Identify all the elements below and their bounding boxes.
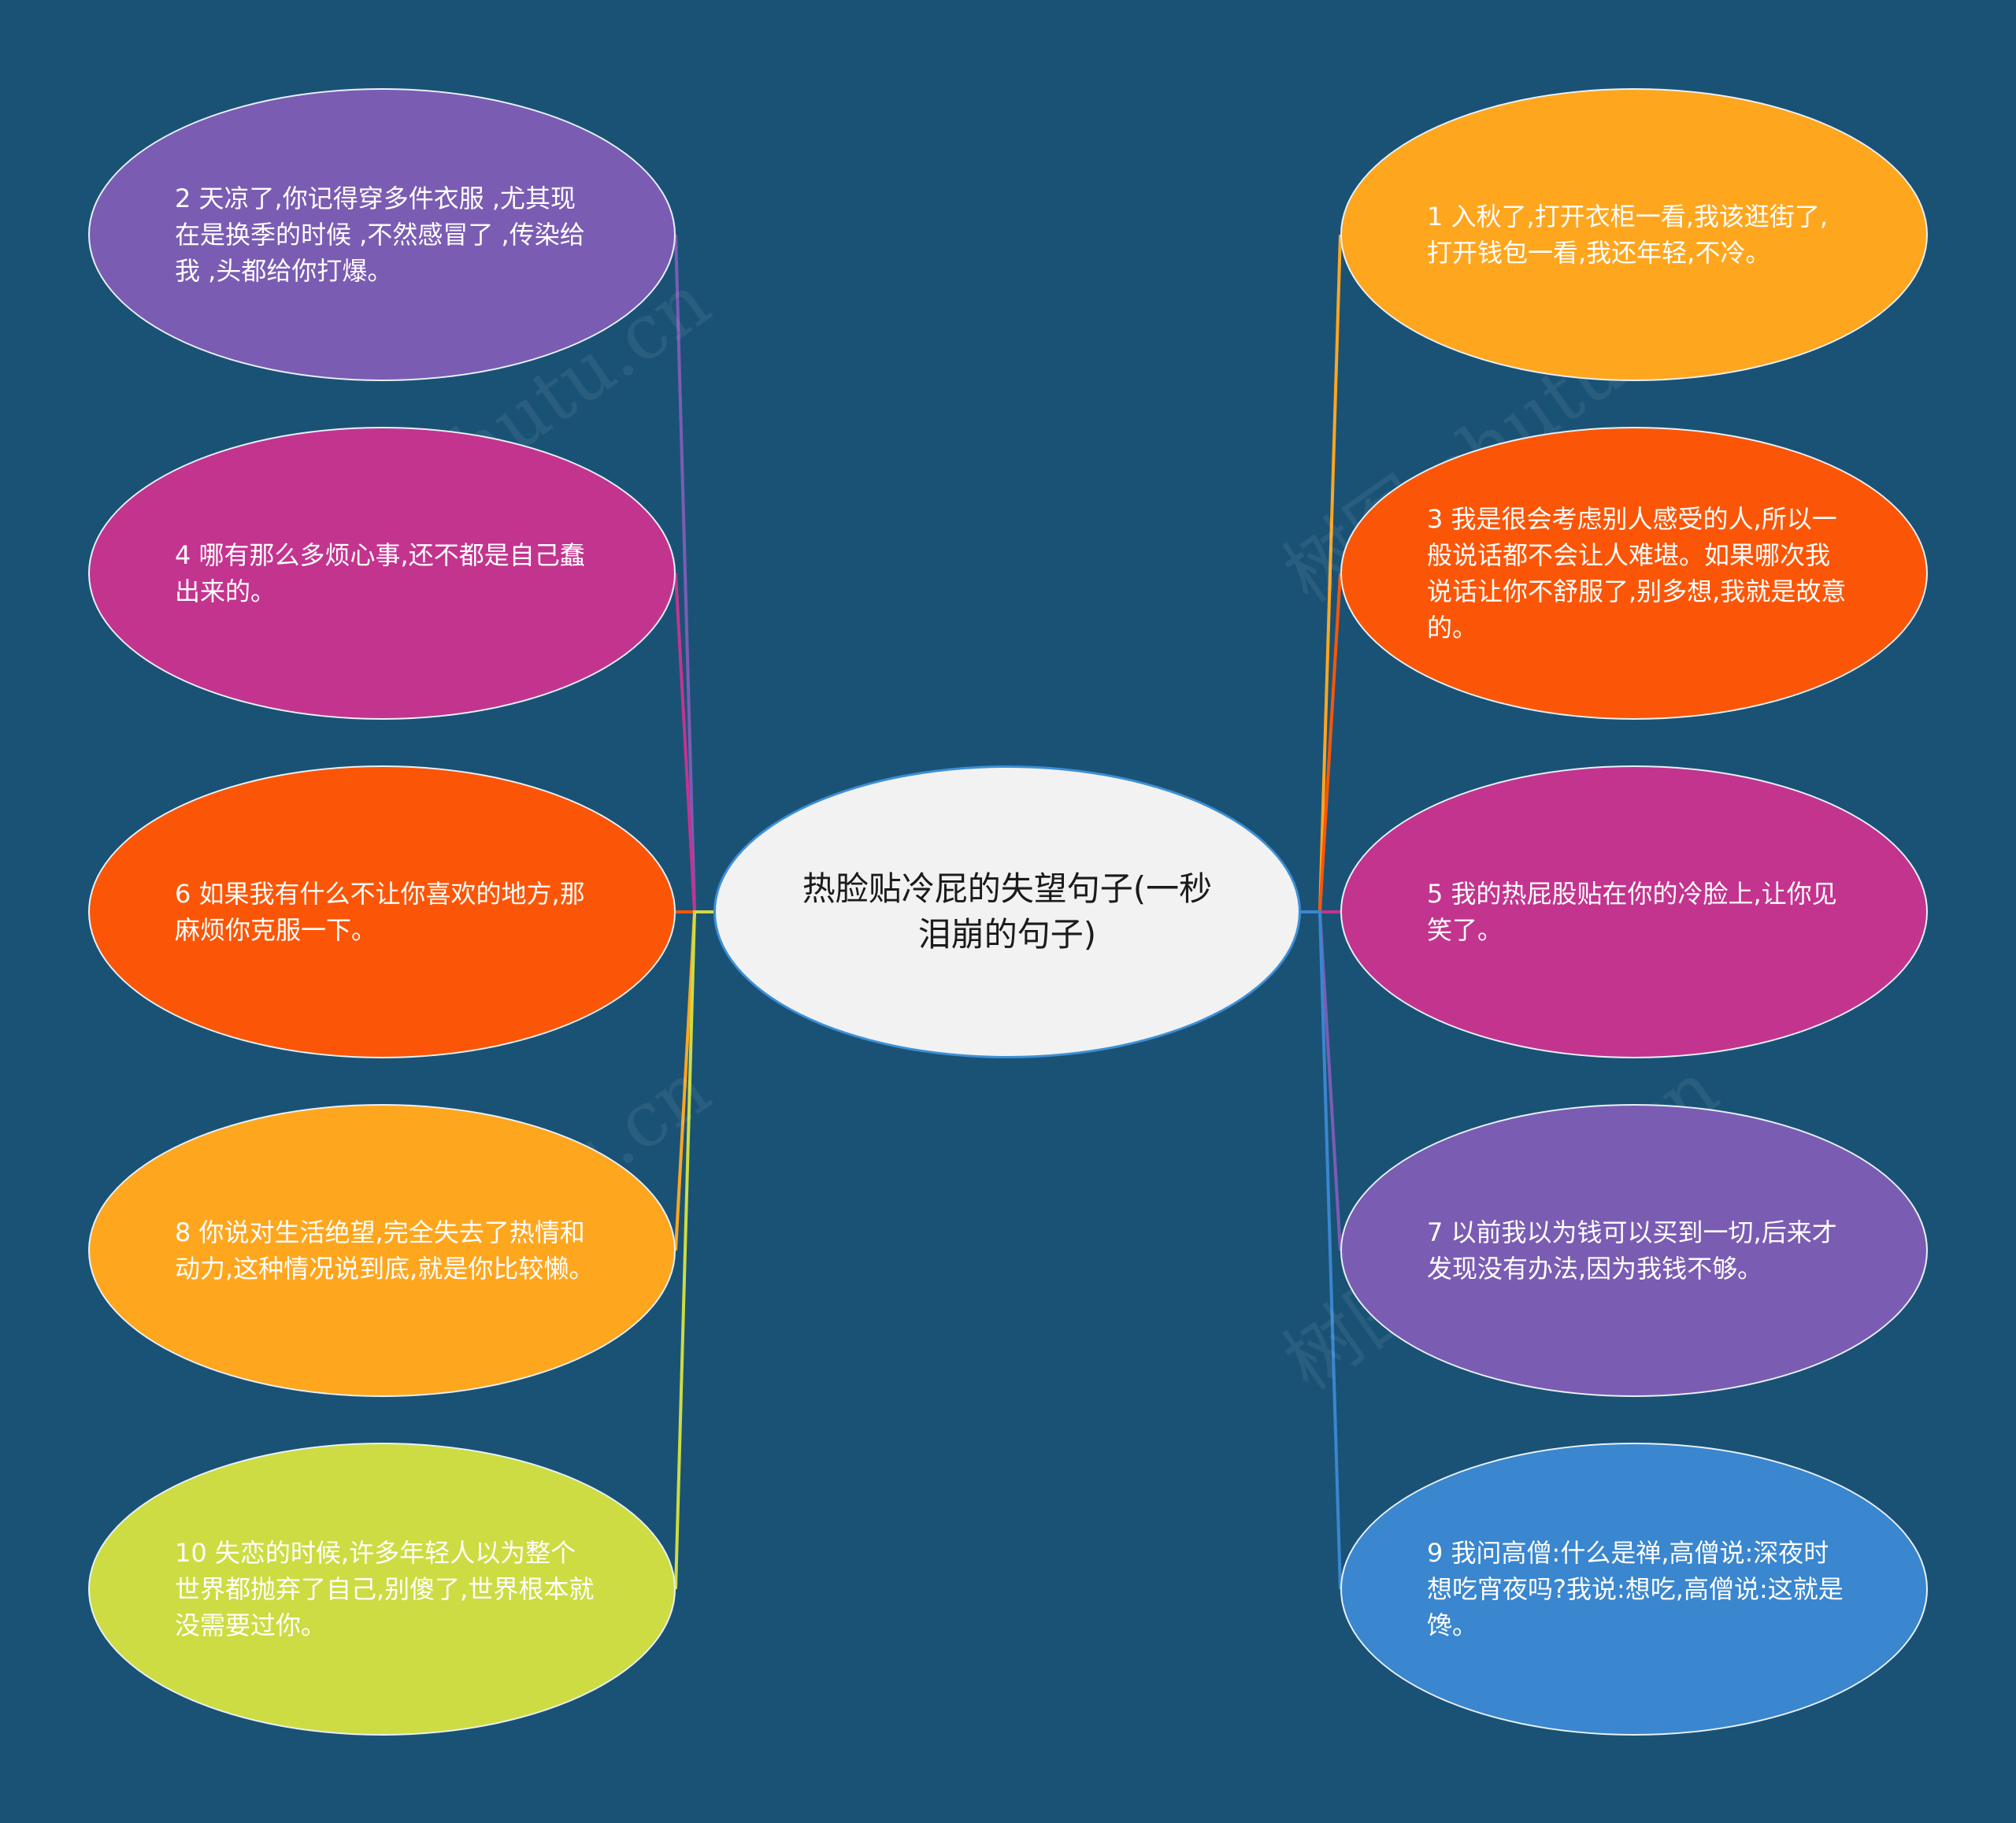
- central-topic-label: 热脸贴冷屁的失望句子(一秒泪崩的句子): [802, 869, 1213, 954]
- central-topic-node[interactable]: 热脸贴冷屁的失望句子(一秒泪崩的句子): [713, 765, 1301, 1058]
- topic-node-label: 6 如果我有什么不让你喜欢的地方,那麻烦你克服一下。: [175, 879, 585, 945]
- topic-node-label: 3 我是很会考虑别人感受的人,所以一般说话都不会让人难堪。如果哪次我说话让你不舒…: [1427, 504, 1847, 643]
- topic-node-9[interactable]: 9 我问高僧:什么是禅,高僧说:深夜时想吃宵夜吗?我说:想吃,高僧说:这就是馋。: [1340, 1443, 1928, 1736]
- topic-node-label: 4 哪有那么多烦心事,还不都是自己蠢出来的。: [175, 540, 585, 606]
- topic-node-label: 9 我问高僧:什么是禅,高僧说:深夜时想吃宵夜吗?我说:想吃,高僧说:这就是馋。: [1427, 1538, 1844, 1640]
- topic-node-2[interactable]: 2 天凉了,你记得穿多件衣服 ,尤其现在是换季的时候 ,不然感冒了 ,传染给我 …: [88, 88, 676, 381]
- topic-node-4[interactable]: 4 哪有那么多烦心事,还不都是自己蠢出来的。: [88, 427, 676, 720]
- topic-node-10[interactable]: 10 失恋的时候,许多年轻人以为整个世界都抛弃了自己,别傻了,世界根本就没需要过…: [88, 1443, 676, 1736]
- connector-line-n2: [674, 234, 713, 913]
- topic-node-label: 8 你说对生活绝望,完全失去了热情和动力,这种情况说到底,就是你比较懒。: [175, 1217, 595, 1284]
- topic-node-label: 7 以前我以为钱可以买到一切,后来才发现没有办法,因为我钱不够。: [1427, 1217, 1837, 1284]
- connector-line-n10: [674, 910, 713, 1590]
- connector-line-n1: [1301, 234, 1342, 913]
- topic-node-label: 10 失恋的时候,许多年轻人以为整个世界都抛弃了自己,别傻了,世界根本就没需要过…: [175, 1538, 595, 1640]
- topic-node-label: 1 入秋了,打开衣柜一看,我该逛街了,打开钱包一看,我还年轻,不冷。: [1427, 202, 1829, 268]
- topic-node-5[interactable]: 5 我的热屁股贴在你的冷脸上,让你见笑了。: [1340, 765, 1928, 1058]
- topic-node-label: 2 天凉了,你记得穿多件衣服 ,尤其现在是换季的时候 ,不然感冒了 ,传染给我 …: [175, 183, 585, 286]
- topic-node-1[interactable]: 1 入秋了,打开衣柜一看,我该逛街了,打开钱包一看,我还年轻,不冷。: [1340, 88, 1928, 381]
- connector-line-n9: [1301, 910, 1342, 1590]
- topic-node-6[interactable]: 6 如果我有什么不让你喜欢的地方,那麻烦你克服一下。: [88, 765, 676, 1058]
- topic-node-3[interactable]: 3 我是很会考虑别人感受的人,所以一般说话都不会让人难堪。如果哪次我说话让你不舒…: [1340, 427, 1928, 720]
- topic-node-8[interactable]: 8 你说对生活绝望,完全失去了热情和动力,这种情况说到底,就是你比较懒。: [88, 1104, 676, 1397]
- topic-node-7[interactable]: 7 以前我以为钱可以买到一切,后来才发现没有办法,因为我钱不够。: [1340, 1104, 1928, 1397]
- topic-node-label: 5 我的热屁股贴在你的冷脸上,让你见笑了。: [1427, 879, 1837, 945]
